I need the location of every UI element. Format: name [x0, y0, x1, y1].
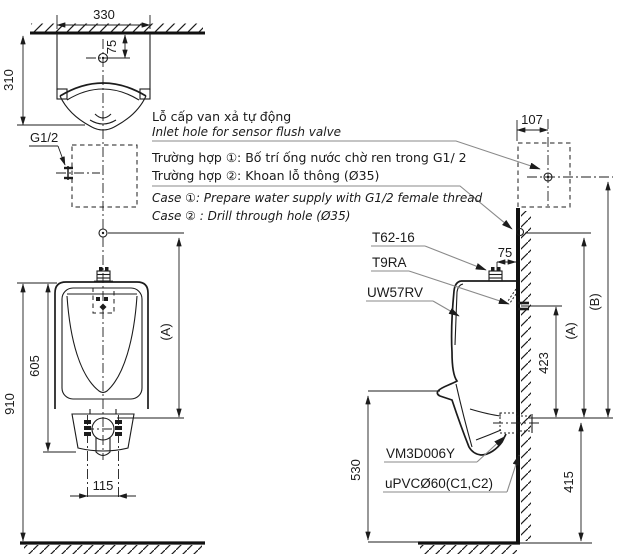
dim-75-side: 75 — [498, 245, 512, 260]
dim-115: 115 — [93, 478, 114, 493]
dim-910: 910 — [2, 393, 17, 415]
sensor-window — [92, 287, 115, 314]
note-vi-case2: Trường hợp ②: Khoan lỗ thông (Ø35) — [151, 168, 379, 183]
floor — [20, 541, 592, 554]
rough-in-area — [71, 144, 138, 208]
dim-530: 530 — [348, 459, 363, 481]
dim-605: 605 — [27, 355, 42, 377]
dim-310: 310 — [1, 69, 16, 91]
side-view: 107 75 423 — [348, 112, 613, 543]
dim-330: 330 — [93, 7, 115, 22]
dim-a-front: (A) — [158, 323, 173, 340]
inlet-hole-leader — [152, 140, 541, 170]
side-supply-point — [515, 227, 525, 237]
drain-pipe-section — [516, 415, 533, 432]
label-spud: T9RA — [372, 255, 407, 270]
top-wall-hatch — [31, 23, 203, 33]
wall-hole-area — [517, 142, 571, 208]
dim-a-side: (A) — [563, 322, 578, 339]
note-en-title: Inlet hole for sensor flush valve — [152, 125, 341, 139]
label-urinal-model: UW57RV — [367, 285, 423, 300]
flush-valve-leader — [424, 245, 487, 271]
side-profile — [436, 280, 507, 456]
g12-label: G1/2 — [30, 130, 58, 145]
note-en-case2: Case ② : Drill through hole (Ø35) — [152, 209, 350, 223]
note-vi-case1: Trường hợp ①: Bố trí ống nước chờ ren tr… — [151, 150, 467, 165]
dim-415: 415 — [561, 471, 576, 493]
label-drain-pipe: uPVCØ60(C1,C2) — [385, 476, 493, 491]
label-outlet-socket: VM3D006Y — [386, 446, 455, 461]
front-flush-valve — [96, 270, 111, 282]
drain-pipe-leader — [506, 454, 520, 493]
wall-hatch — [521, 211, 531, 541]
dim-107: 107 — [521, 112, 543, 127]
note-en-case1: Case ①: Prepare water supply with G1/2 f… — [152, 191, 483, 205]
side-flush-valve — [488, 270, 503, 282]
outlet-socket-leader — [476, 436, 505, 463]
label-flush-valve: T62-16 — [372, 230, 415, 245]
front-view: (A) 115 — [2, 228, 184, 542]
rough-in-box: G1/2 — [29, 130, 138, 208]
front-body-outline — [54, 281, 149, 409]
urinal-leader — [432, 300, 460, 317]
spud-leader — [408, 270, 510, 305]
part-labels: T62-16 T9RA UW57RV VM3D006Y uPVCØ60(C1,C… — [366, 230, 520, 493]
dim-75-top: 75 — [104, 40, 119, 54]
front-supply-point — [98, 228, 108, 238]
dim-423: 423 — [536, 352, 551, 374]
supply-point-leader — [152, 185, 513, 230]
front-bowl — [66, 295, 138, 394]
front-trap-flange — [71, 413, 135, 452]
dim-b: (B) — [587, 293, 602, 310]
g12-leader — [57, 145, 66, 166]
notes-block: Lỗ cấp van xả tự động Inlet hole for sen… — [151, 109, 541, 230]
note-vi-title: Lỗ cấp van xả tự động — [152, 109, 291, 124]
